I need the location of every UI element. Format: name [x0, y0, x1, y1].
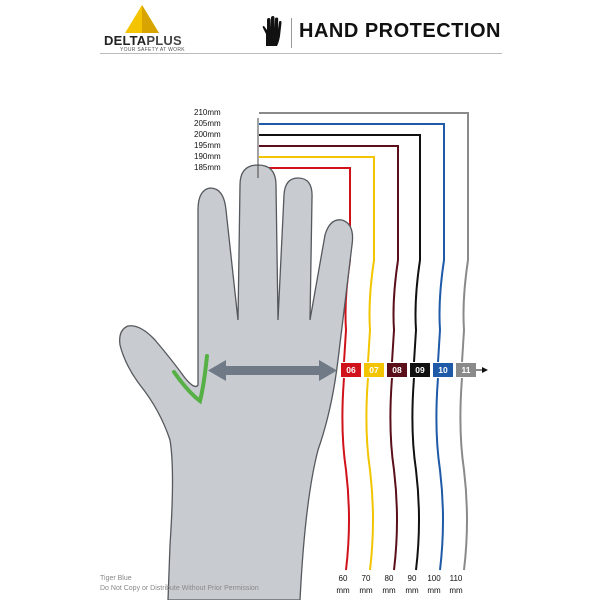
- circumference-unit: mm: [336, 586, 350, 595]
- circumference-value: 100: [427, 574, 441, 583]
- length-label: 210mm: [194, 108, 221, 117]
- footer-line2: Do Not Copy or Distribute Without Prior …: [100, 585, 259, 592]
- size-chip-09: 09: [410, 363, 430, 377]
- size-line-09: [259, 134, 421, 571]
- circumference-unit: mm: [382, 586, 396, 595]
- circumference-unit: mm: [405, 586, 419, 595]
- brand-name-part2: PLUS: [146, 33, 182, 48]
- deltaplus-logo-icon: [125, 5, 159, 33]
- size-chip-11: 11: [456, 363, 476, 377]
- thumb-mark-icon: [172, 354, 209, 405]
- length-label: 200mm: [194, 130, 221, 139]
- circumference-unit: mm: [449, 586, 463, 595]
- brand-name: DELTAPLUS: [104, 33, 182, 48]
- size-chip-08: 08: [387, 363, 407, 377]
- size-line-11: [259, 112, 469, 571]
- length-label: 185mm: [194, 163, 221, 172]
- circumference-value: 90: [407, 574, 417, 583]
- size-line-08: [259, 145, 399, 571]
- hand-outline: [119, 164, 354, 600]
- brand-name-part1: DELTA: [104, 33, 147, 48]
- size-chip-06: 06: [341, 363, 361, 377]
- glove-icon: [262, 16, 282, 46]
- length-label: 205mm: [194, 119, 221, 128]
- circumference-unit: mm: [427, 586, 441, 595]
- circumference-value: 80: [384, 574, 394, 583]
- size-line-07: [259, 156, 375, 571]
- size-chip-07: 07: [364, 363, 384, 377]
- header-divider: [291, 18, 292, 48]
- circumference-value: 60: [338, 574, 348, 583]
- size-line-10: [259, 123, 445, 571]
- circumference-unit: mm: [359, 586, 373, 595]
- header-rule: [100, 53, 502, 54]
- brand-tagline: YOUR SAFETY AT WORK: [120, 47, 185, 53]
- length-label: 195mm: [194, 141, 221, 150]
- length-label: 190mm: [194, 152, 221, 161]
- circumference-value: 70: [361, 574, 371, 583]
- footer-line1: Tiger Blue: [100, 575, 132, 582]
- page-title: HAND PROTECTION: [299, 20, 501, 42]
- size-chip-10: 10: [433, 363, 453, 377]
- circumference-value: 110: [449, 574, 463, 583]
- circumference-arrow-icon: [208, 360, 337, 381]
- scale-arrow-icon: [474, 367, 488, 373]
